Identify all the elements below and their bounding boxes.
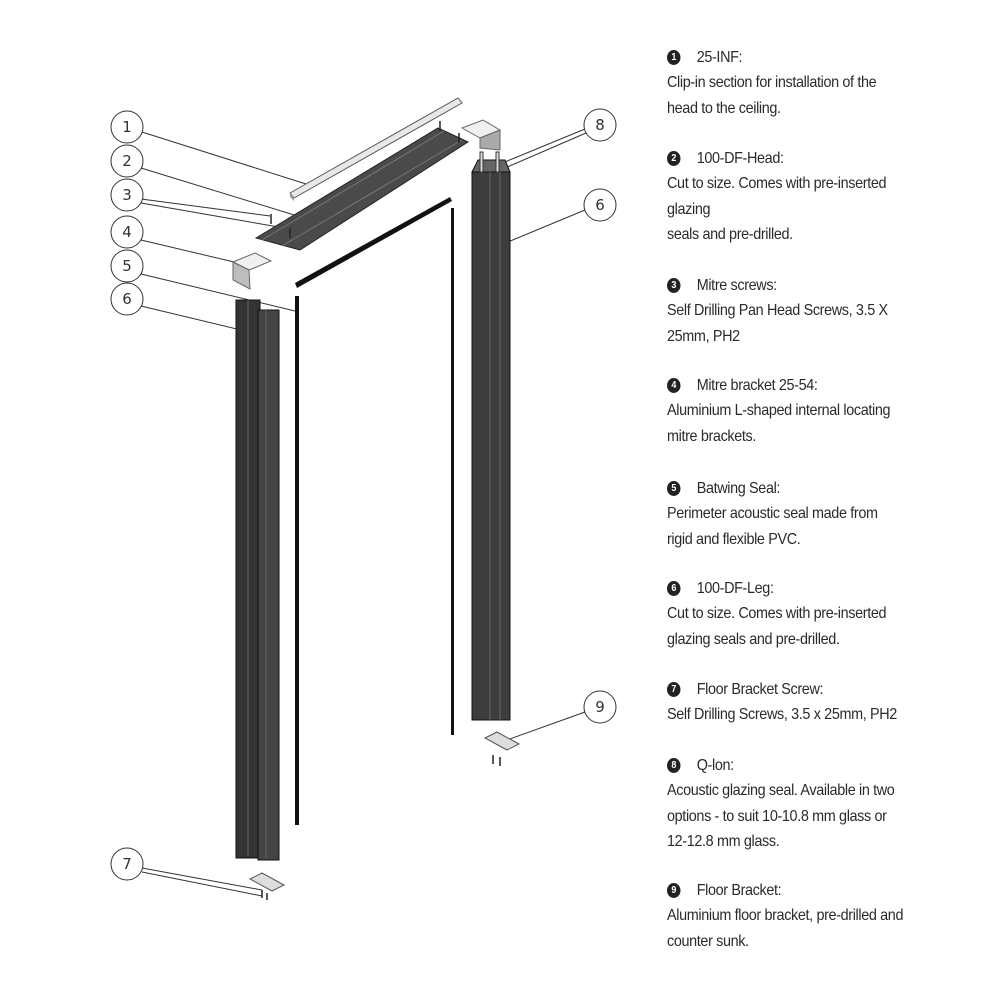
callout-4: 4: [110, 215, 144, 249]
part-description-line: Self Drilling Pan Head Screws, 3.5 X: [667, 302, 888, 320]
callout-1: 1: [110, 110, 144, 144]
part-description-line: Aluminium L-shaped internal locating: [667, 402, 891, 420]
legend-entry: 8 Q-lon: Acoustic glazing seal. Available …: [667, 753, 895, 854]
part-description-line: counter sunk.: [667, 932, 749, 950]
part-description-line: Cut to size. Comes with pre-inserted: [667, 605, 887, 623]
legend-entry: 6 100-DF-Leg: Cut to size. Comes with pre-…: [667, 576, 886, 652]
callout-5: 5: [110, 249, 144, 283]
number-badge-icon: 8: [667, 758, 681, 774]
part-mitre-bracket: [231, 119, 502, 290]
part-title: Floor Bracket Screw:: [696, 681, 824, 698]
number-badge-icon: 4: [667, 378, 681, 394]
part-title: 100-DF-Head:: [696, 150, 784, 167]
leader-lines: [140, 128, 587, 897]
part-title: Q-lon:: [696, 757, 734, 774]
svg-text:6: 6: [595, 196, 605, 214]
svg-text:3: 3: [122, 186, 132, 204]
number-badge-icon: 5: [667, 481, 681, 497]
part-batwing-seal: [295, 197, 454, 825]
svg-text:6: 6: [122, 290, 132, 308]
part-title: Floor Bracket:: [696, 882, 782, 899]
part-100-df-head: [254, 127, 470, 251]
svg-text:7: 7: [122, 855, 132, 873]
part-100-df-leg-right: [471, 151, 511, 721]
part-description-line: glazing seals and pre-drilled.: [667, 630, 840, 648]
svg-text:4: 4: [122, 223, 132, 241]
svg-text:9: 9: [595, 698, 605, 716]
part-description-line: Aluminium floor bracket, pre-drilled and: [667, 907, 904, 925]
part-description-line: seals and pre-drilled.: [667, 225, 793, 243]
svg-text:8: 8: [595, 116, 605, 134]
part-title: Mitre screws:: [696, 277, 777, 294]
callout-6: 6: [110, 282, 144, 316]
part-description-line: Acoustic glazing seal. Available in two: [667, 782, 895, 800]
number-badge-icon: 2: [667, 151, 681, 167]
callout-6-right: 6: [583, 188, 617, 222]
legend-entry: 4 Mitre bracket 25-54: Aluminium L-shaped …: [667, 373, 891, 449]
legend-entry: 7 Floor Bracket Screw: Self Drilling Screw…: [667, 677, 897, 728]
number-badge-icon: 7: [667, 682, 681, 698]
callout-7: 7: [110, 847, 144, 881]
number-badge-icon: 1: [667, 50, 681, 66]
callout-3: 3: [110, 178, 144, 212]
legend-entry: 5 Batwing Seal: Perimeter acoustic seal ma…: [667, 476, 878, 552]
callout-9: 9: [583, 690, 617, 724]
part-mitre-screws: [270, 121, 460, 238]
part-floor-bracket-screws: [261, 755, 501, 900]
part-description-line: rigid and flexible PVC.: [667, 530, 801, 548]
part-description-line: head to the ceiling.: [667, 99, 781, 117]
callout-8: 8: [583, 108, 617, 142]
part-description-line: Clip-in section for installation of the: [667, 74, 877, 92]
number-badge-icon: 6: [667, 581, 681, 597]
part-description-line: glazing: [667, 200, 711, 218]
part-100-df-leg-left: [235, 299, 280, 861]
legend-entry: 2 100-DF-Head: Cut to size. Comes with pre…: [667, 146, 886, 247]
part-title: 25-INF:: [696, 49, 743, 66]
part-description-line: Self Drilling Screws, 3.5 x 25mm, PH2: [667, 706, 897, 724]
legend-entry: 9 Floor Bracket: Aluminium floor bracket, …: [667, 878, 903, 954]
number-badge-icon: 3: [667, 278, 681, 294]
part-title: Mitre bracket 25-54:: [696, 377, 818, 394]
part-description-line: 12-12.8 mm glass.: [667, 832, 780, 850]
part-description-line: mitre brackets.: [667, 427, 757, 445]
part-floor-bracket: [248, 731, 521, 892]
part-description-line: options - to suit 10-10.8 mm glass or: [667, 807, 887, 825]
number-badge-icon: 9: [667, 883, 681, 899]
svg-text:2: 2: [122, 152, 132, 170]
legend-entry: 3 Mitre screws: Self Drilling Pan Head Scr…: [667, 273, 888, 349]
part-description-line: Perimeter acoustic seal made from: [667, 505, 878, 523]
svg-text:1: 1: [122, 118, 132, 136]
part-description-line: Cut to size. Comes with pre-inserted: [667, 175, 887, 193]
callouts-left: 1 2 3 4 5 6 7: [110, 110, 144, 881]
callouts-right: 8 6 9: [583, 108, 617, 724]
callout-2: 2: [110, 144, 144, 178]
part-description-line: 25mm, PH2: [667, 327, 740, 345]
svg-text:5: 5: [122, 257, 132, 275]
part-25-inf: [289, 97, 463, 201]
legend-entry: 1 25-INF: Clip-in section for installation…: [667, 45, 877, 121]
part-title: 100-DF-Leg:: [696, 580, 774, 597]
part-title: Batwing Seal:: [696, 480, 781, 497]
